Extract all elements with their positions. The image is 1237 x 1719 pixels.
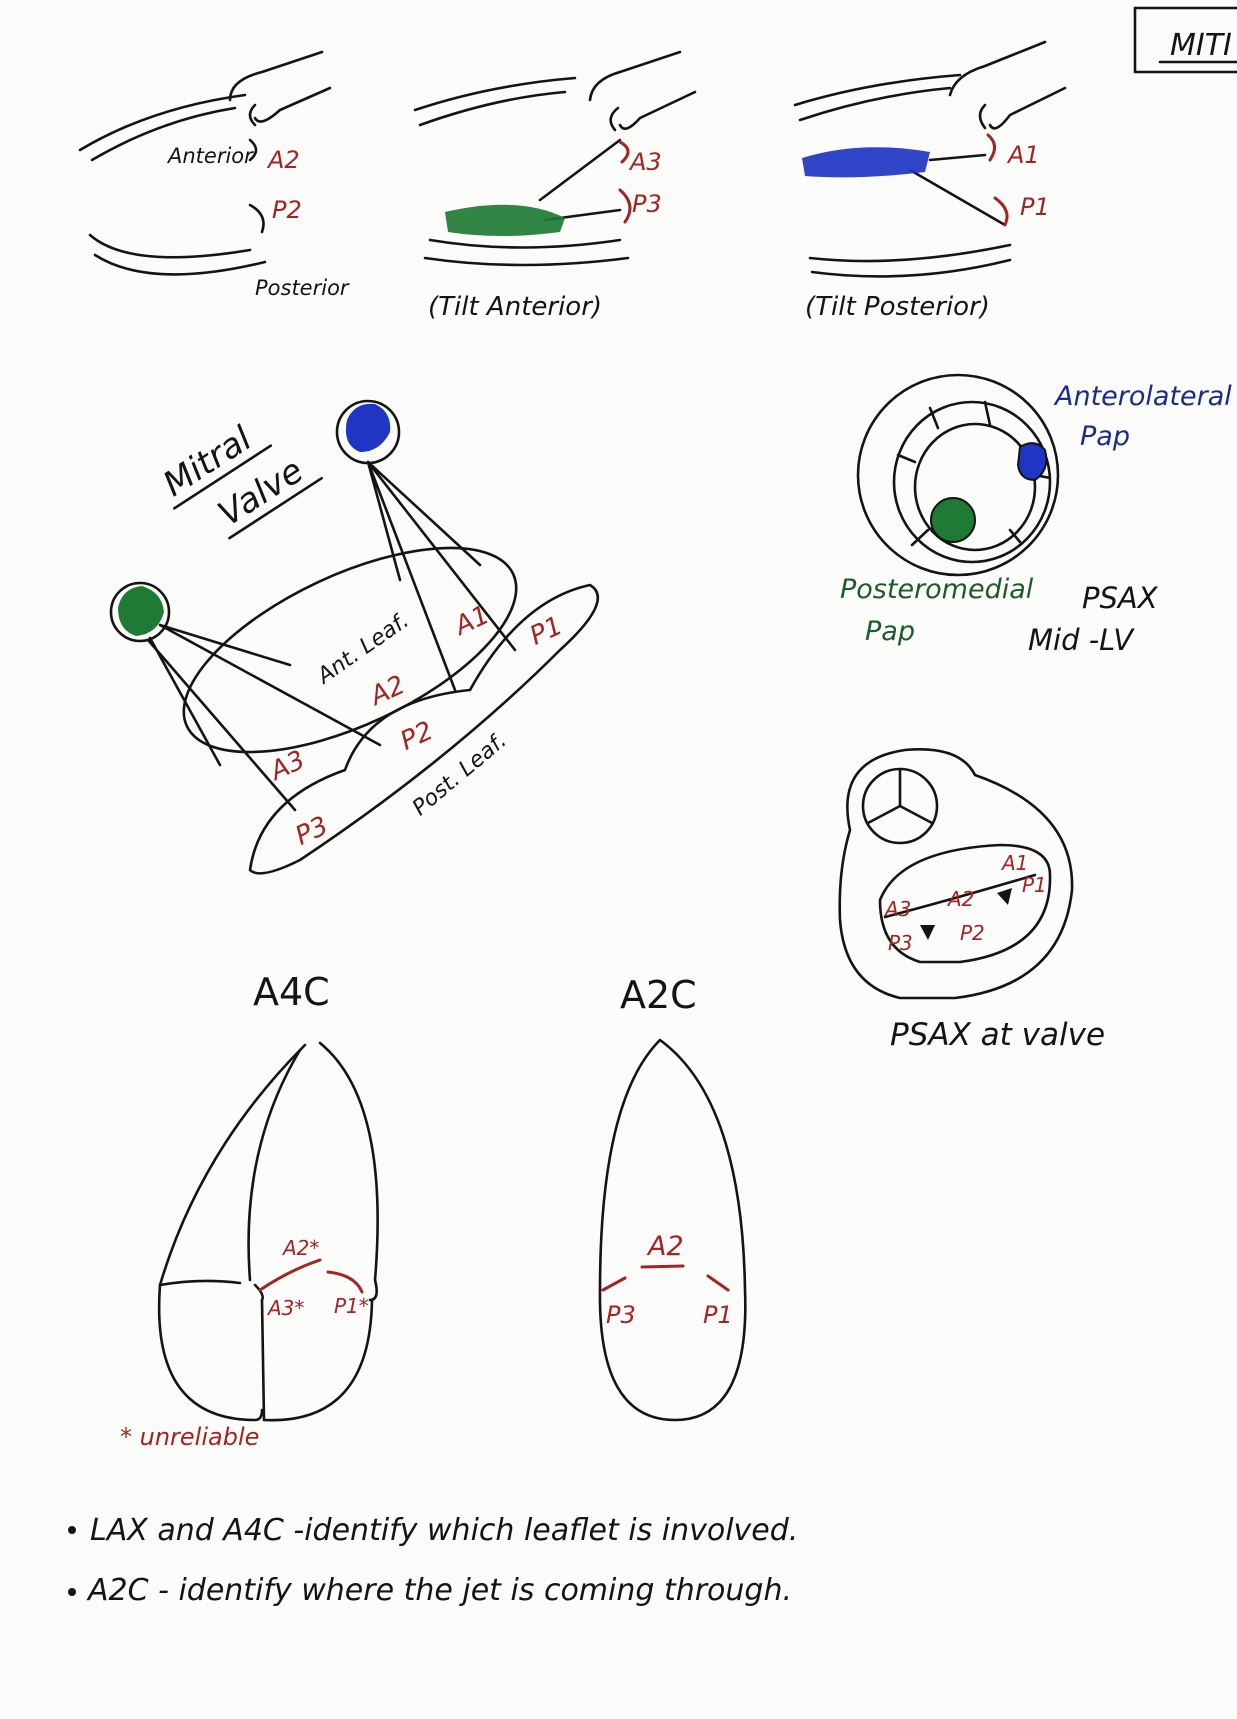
- commissure-left: [920, 925, 935, 940]
- psax-at-valve-diagram: A1 A2 A3 P1 P2 P3 PSAX at valve: [840, 749, 1105, 1053]
- a4c-p1-label: P1*: [334, 1294, 369, 1318]
- psax-p1-label: P1: [1022, 873, 1047, 897]
- anterolateral-label: Anterolateral: [1053, 381, 1232, 412]
- posteromedial-pap-dot: [931, 498, 975, 542]
- bullet-icon: [68, 1526, 76, 1534]
- header-box: MITI: [1135, 8, 1237, 72]
- segment-p2-label: P2: [272, 196, 302, 224]
- regurgitant-jet-green: [445, 205, 565, 236]
- mitral-valve-title: Mitral Valve: [152, 398, 322, 555]
- anterolateral-pap-fill: [346, 404, 390, 452]
- segment-a3-label: A3: [628, 148, 662, 176]
- segment-p1-label: P1: [1020, 193, 1050, 221]
- notes-list: LAX and A4C -identify which leaflet is i…: [68, 1513, 798, 1608]
- bullet-icon: [68, 1588, 76, 1596]
- posterior-label: Posterior: [255, 276, 350, 300]
- posteromedial-pap-fill: [118, 586, 164, 636]
- a4c-a3-label: A3*: [266, 1296, 304, 1320]
- tilt-anterior-caption: (Tilt Anterior): [428, 292, 602, 322]
- a4c-a2-label: A2*: [281, 1236, 319, 1260]
- psax-a2-label: A2: [946, 887, 974, 911]
- leaflet-a1-label: A1: [449, 600, 495, 643]
- anterolateral-pap-dot: [1018, 443, 1046, 480]
- psax-caption-line1: PSAX: [1082, 581, 1159, 615]
- a2c-view-diagram: A2C A2 P3 P1: [600, 973, 745, 1420]
- regurgitant-jet-blue: [802, 147, 930, 177]
- tilt-posterior-caption: (Tilt Posterior): [805, 292, 990, 322]
- lax-view-tilt-anterior: A3 P3 (Tilt Anterior): [415, 52, 695, 322]
- segment-p3-label: P3: [632, 190, 662, 218]
- a4c-view-diagram: A4C A2* A3* P1* * unreliable: [120, 970, 378, 1451]
- leaflet-p1-label: P1: [525, 611, 567, 652]
- lax-view-tilt-posterior: A1 P1 (Tilt Posterior): [795, 42, 1065, 322]
- lax-view-neutral: Anterior A2 P2 Posterior: [80, 52, 350, 300]
- psax-a1-label: A1: [1000, 851, 1028, 875]
- a2c-p3-label: P3: [606, 1301, 636, 1329]
- psax-caption-line2: Mid -LV: [1028, 623, 1135, 657]
- segment-a2-label: A2: [266, 146, 300, 174]
- a4c-title: A4C: [253, 970, 330, 1014]
- segment-a1-label: A1: [1006, 141, 1040, 169]
- a4c-unreliable-note: * unreliable: [120, 1423, 259, 1451]
- mitral-valve-leaflets-diagram: Mitral Valve Ant. Leaf. Post. Leaf. A1 A…: [111, 398, 598, 874]
- a2c-a2-label: A2: [646, 1231, 684, 1262]
- leaflet-p2-label: P2: [396, 716, 438, 757]
- a2c-p1-label: P1: [703, 1301, 733, 1329]
- header-title: MITI: [1170, 28, 1232, 63]
- psax-mid-lv-diagram: Anterolateral Pap Posteromedial Pap PSAX…: [840, 375, 1232, 657]
- note-2: A2C - identify where the jet is coming t…: [86, 1573, 792, 1608]
- anterior-label: Anterior: [166, 144, 254, 168]
- note-1: LAX and A4C -identify which leaflet is i…: [90, 1513, 798, 1548]
- posteromedial-label: Posteromedial: [840, 574, 1034, 605]
- psax-a3-label: A3: [883, 897, 911, 921]
- psax-p2-label: P2: [960, 921, 985, 945]
- psax-p3-label: P3: [888, 931, 913, 955]
- posteromedial-pap-label: Pap: [865, 616, 915, 647]
- anterolateral-pap-label: Pap: [1080, 421, 1130, 452]
- a2c-title: A2C: [620, 973, 697, 1017]
- psax-valve-caption: PSAX at valve: [890, 1017, 1105, 1053]
- leaflet-p3-label: P3: [291, 811, 333, 852]
- commissure-right: [997, 888, 1012, 905]
